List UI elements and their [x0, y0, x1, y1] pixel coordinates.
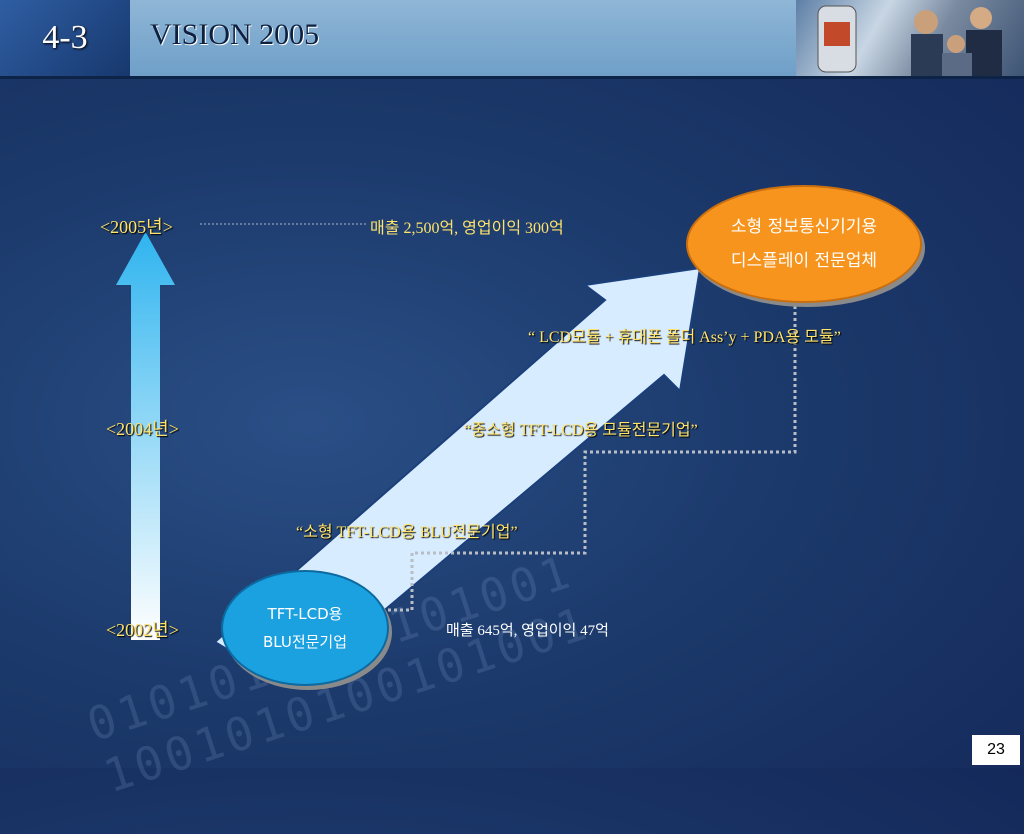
stage-3-label: “ LCD모듈 + 휴대폰 폴더 Ass’y + PDA용 모듈” [528, 329, 841, 346]
header-photo-illustration [817, 5, 1002, 76]
header-photo-image [796, 0, 1024, 76]
goal-line-1: 소형 정보통신기기용 [730, 217, 878, 237]
header-bar: 4-3 VISION 2005 [0, 0, 1024, 79]
start-line-2: BLU전문기업 [262, 633, 348, 651]
start-oval: TFT-LCD용 BLU전문기업 [221, 570, 389, 686]
stage-1-label: “소형 TFT-LCD용 BLU전문기업” [296, 524, 518, 541]
section-number: 4-3 [0, 0, 130, 76]
sales-2002-text: 매출 645억, 영업이익 47억 [446, 623, 609, 639]
year-2002-label: <2002년> [106, 620, 179, 640]
start-line-1: TFT-LCD용 [267, 605, 343, 623]
year-2005-label: <2005년> [100, 217, 173, 237]
page-title: VISION 2005 [150, 18, 320, 51]
sales-2005-text: 매출 2,500억, 영업이익 300억 [370, 220, 564, 237]
goal-oval: 소형 정보통신기기용 디스플레이 전문업체 [686, 185, 922, 303]
page-number: 23 [972, 735, 1020, 765]
stage-2-label: “중소형 TFT-LCD용 모듈전문기업” [464, 422, 698, 439]
timeline-arrow [116, 232, 175, 640]
year-2004-label: <2004년> [106, 419, 179, 439]
vision-diagram [116, 223, 807, 690]
step-connector [388, 300, 797, 612]
goal-line-2: 디스플레이 전문업체 [730, 251, 878, 271]
